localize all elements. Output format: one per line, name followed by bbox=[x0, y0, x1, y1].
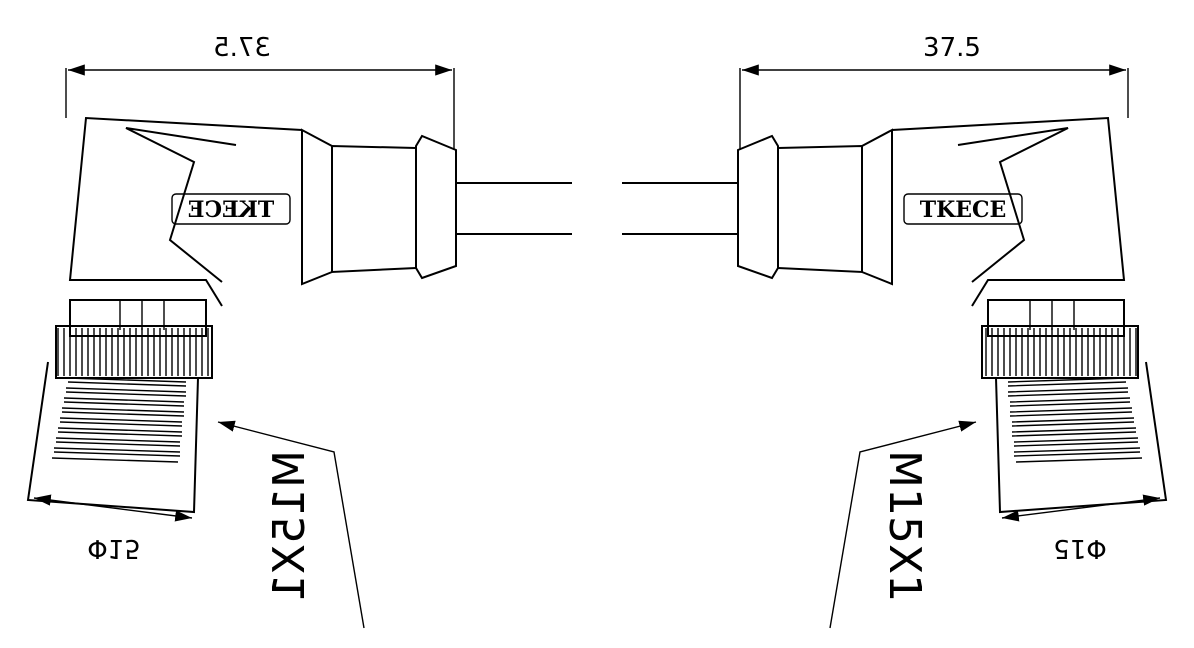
left-thread bbox=[51, 377, 187, 463]
right-length-dimension: 37.5 bbox=[739, 33, 1129, 150]
left-length-dimension-text: 37.5 bbox=[213, 33, 271, 63]
left-length-dimension: 37.5 bbox=[65, 33, 455, 150]
right-knurling bbox=[985, 328, 1137, 376]
left-coupling-nut bbox=[26, 299, 213, 514]
left-diameter-dimension: Φ15 bbox=[33, 494, 193, 563]
right-thread bbox=[1007, 377, 1143, 463]
left-cable bbox=[456, 182, 572, 235]
left-connector: 37.5 TKECE bbox=[26, 33, 572, 629]
left-thread-label: M15X1 bbox=[264, 450, 315, 602]
right-thread-label: M15X1 bbox=[879, 450, 930, 602]
left-brand-plate bbox=[171, 193, 291, 225]
left-cable-gland bbox=[301, 128, 457, 286]
left-thread-leader: M15X1 bbox=[217, 420, 365, 629]
left-brand-label: TKECE bbox=[188, 197, 275, 223]
left-diameter-text: Φ15 bbox=[87, 533, 141, 563]
right-elbow-body: TKECE bbox=[891, 116, 1126, 307]
right-connector: 37.5 TKECE bbox=[622, 33, 1168, 629]
right-cable-gland bbox=[737, 128, 893, 286]
right-cable bbox=[622, 182, 738, 235]
right-brand-label: TKECE bbox=[920, 197, 1007, 223]
right-diameter-text: Φ15 bbox=[1053, 533, 1107, 563]
left-knurling bbox=[57, 328, 209, 376]
right-coupling-nut bbox=[981, 299, 1168, 514]
right-diameter-dimension: Φ15 bbox=[1001, 494, 1161, 563]
right-length-dimension-text: 37.5 bbox=[923, 33, 981, 63]
right-brand-plate bbox=[903, 193, 1023, 225]
right-thread-leader: M15X1 bbox=[829, 420, 977, 629]
left-elbow-body: TKECE bbox=[68, 116, 303, 307]
